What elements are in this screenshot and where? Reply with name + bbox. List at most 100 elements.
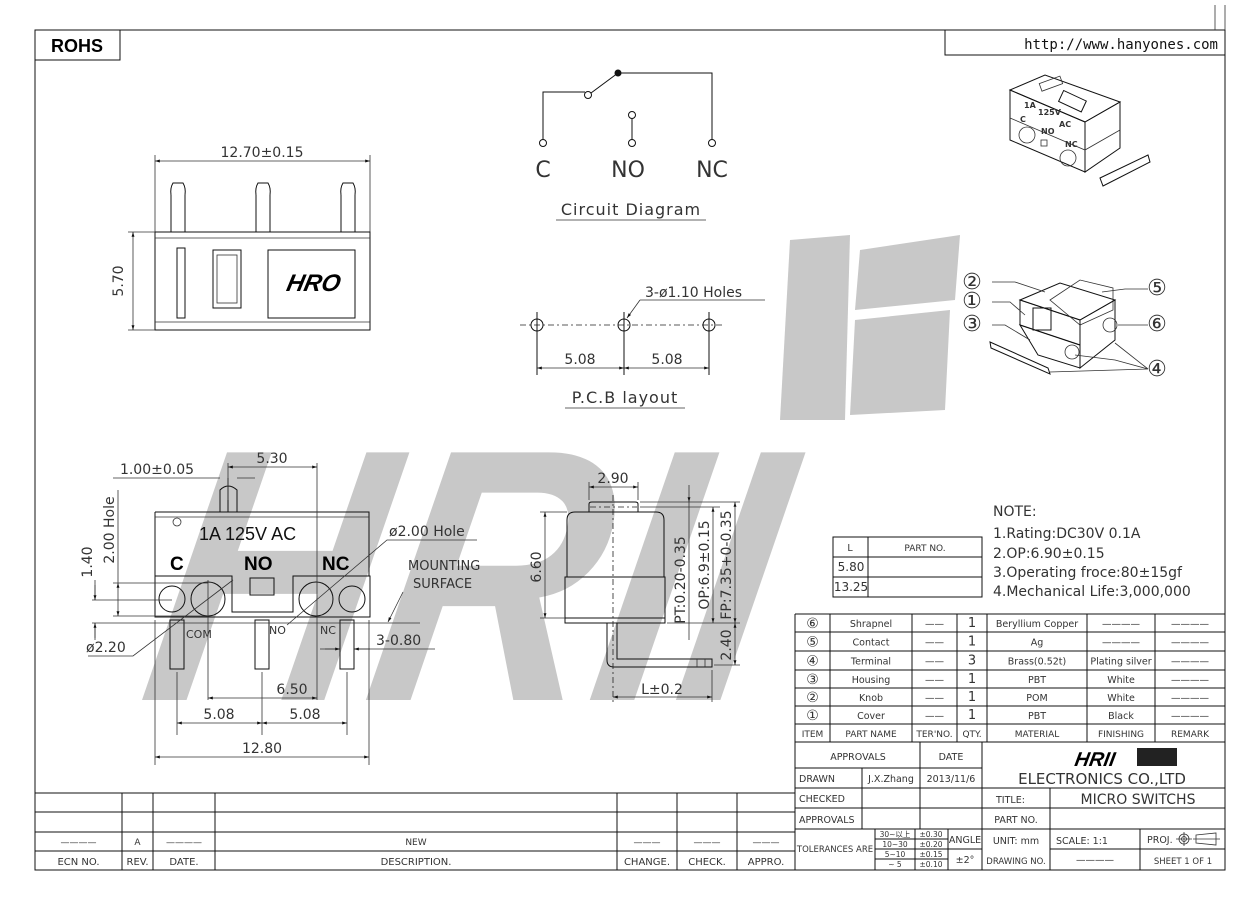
- bom-header-cell: PART NAME: [845, 730, 897, 740]
- bom-cell: 1: [968, 616, 976, 631]
- revision-cell: A: [134, 838, 141, 848]
- tolerance-value: ±0.20: [920, 840, 943, 849]
- operating-position-dim: OP:6.9±0.15: [697, 520, 713, 609]
- revision-cell: ———: [753, 838, 780, 848]
- dim-6-60: 6.60: [529, 551, 545, 582]
- revision-header-cell: CHECK.: [688, 857, 726, 868]
- revision-header-cell: DESCRIPTION.: [381, 857, 452, 868]
- note-item: 3.Operating froce:80±15gf: [993, 565, 1183, 581]
- iso-rating-a: 1A: [1024, 101, 1037, 110]
- unit-label: UNIT: mm: [993, 836, 1039, 847]
- bom-cell: ————: [1171, 675, 1210, 686]
- revision-header-cell: ECN NO.: [57, 857, 99, 868]
- notes: NOTE:1.Rating:DC30V 0.1A2.OP:6.90±0.153.…: [993, 504, 1191, 600]
- tolerances-label: TOLERANCES ARE: [796, 845, 873, 855]
- bom-cell: Contact: [853, 638, 890, 649]
- bom-cell: Beryllium Copper: [996, 619, 1078, 630]
- title-block: APPROVALS DATE DRAWN J.X.Zhang 2013/11/6…: [794, 741, 1225, 870]
- dim-5-08-left: 5.08: [203, 707, 234, 723]
- approvals-header: APPROVALS: [830, 752, 886, 763]
- tolerance-range: ~ 5: [888, 860, 902, 869]
- side-view: 2.90 6.60 PT:0.20-0.35 OP:6.9±0.15 FP:7.…: [529, 471, 740, 705]
- note-item: 4.Mechanical Life:3,000,000: [993, 584, 1191, 600]
- revision-cell: NEW: [405, 838, 426, 848]
- circuit-terminal-c: C: [535, 158, 550, 183]
- circuit-diagram: C NO NC Circuit Diagram: [535, 69, 728, 221]
- part-callout: ①: [962, 289, 982, 314]
- bom-cell: Black: [1108, 711, 1134, 722]
- watermark: HRII: [123, 235, 960, 776]
- mounting-surface-label-1: MOUNTING: [408, 559, 480, 574]
- revision-cell: ————: [61, 838, 97, 848]
- iso-rating-b: 125V: [1038, 108, 1062, 117]
- bom-cell: ③: [806, 672, 819, 688]
- revision-row: ————A————NEW—————————: [61, 838, 780, 848]
- revision-block: ————A————NEW—————————ECN NO.REV.DATE.DES…: [35, 792, 795, 870]
- bom-cell: ⑤: [806, 635, 819, 651]
- rohs-label: ROHS: [51, 36, 103, 56]
- bom-cell: ————: [1171, 657, 1210, 668]
- sheet-border: [34, 29, 1226, 871]
- rating-label: 1A 125V AC: [199, 524, 296, 544]
- bom-cell: ——: [925, 711, 945, 722]
- bom-cell: 1: [968, 672, 976, 687]
- checked-label: CHECKED: [799, 794, 845, 805]
- dim-dia-2-00-hole: ø2.00 Hole: [389, 524, 465, 540]
- company-name: ELECTRONICS CO.,LTD: [1018, 770, 1186, 788]
- drawn-date: 2013/11/6: [927, 774, 976, 785]
- drawn-label: DRAWN: [799, 774, 835, 785]
- drawn-by: J.X.Zhang: [867, 774, 914, 785]
- bom-cell: Cover: [857, 711, 885, 722]
- drawing-title: MICRO SWITCHS: [1081, 792, 1196, 808]
- part-callout: ③: [962, 312, 982, 337]
- pcb-pitch-left: 5.08: [564, 352, 595, 368]
- bom-cell: Ag: [1031, 638, 1044, 649]
- bom-cell: ————: [1102, 638, 1141, 649]
- top-view-pins: [170, 182, 356, 232]
- part-callout: ⑥: [1147, 312, 1167, 337]
- bom-cell: PBT: [1028, 711, 1046, 722]
- hro-logo: HRO: [284, 270, 343, 297]
- bom-cell: White: [1107, 675, 1135, 686]
- tolerance-range: 10~30: [882, 840, 908, 849]
- iso-c: C: [1020, 115, 1026, 124]
- projection-label: PROJ.: [1147, 835, 1173, 846]
- pin-nc-label: NC: [320, 624, 336, 637]
- dim-dia-2-20: ø2.20: [86, 640, 126, 656]
- dim-5-08-right: 5.08: [289, 707, 320, 723]
- rohs-badge: ROHS: [34, 29, 121, 61]
- bom-cell: Brass(0.52t): [1008, 657, 1066, 668]
- part-callout: ④: [1147, 357, 1167, 382]
- bom-cell: PBT: [1028, 675, 1046, 686]
- dim-6-50: 6.50: [276, 682, 307, 698]
- tolerance-value: ±0.30: [920, 830, 943, 839]
- dim-2-90: 2.90: [597, 471, 628, 487]
- website-url[interactable]: http://www.hanyones.com: [1024, 37, 1218, 53]
- drawing-no-label: DRAWING NO.: [986, 857, 1045, 867]
- iso-nc: NC: [1065, 140, 1078, 149]
- l-table-header-part-no: PART NO.: [904, 544, 945, 554]
- top-view: 12.70±0.15 HRO 5.70: [111, 145, 371, 331]
- pretravel-dim: PT:0.20-0.35: [673, 536, 689, 624]
- dim-2-00-hole: 2.00 Hole: [102, 496, 118, 563]
- dim-pin-width: 3-0.80: [376, 633, 421, 649]
- free-position-dim: FP:7.35+0-0.35: [719, 510, 735, 619]
- iso-no: NO: [1041, 127, 1055, 136]
- bom-cell: ——: [925, 675, 945, 686]
- scale-label: SCALE: 1:1: [1056, 836, 1108, 847]
- revision-header-cell: DATE.: [169, 857, 198, 868]
- l-table-length: 5.80: [838, 560, 865, 574]
- bom-cell: 3: [968, 654, 976, 669]
- angle-value: ±2°: [956, 855, 975, 866]
- front-view: 1A 125V AC C NO NC COM NO NC 5.30 1.00±0…: [80, 451, 480, 765]
- mounting-surface-label-2: SURFACE: [413, 577, 472, 592]
- tolerance-range: 5~10: [885, 850, 906, 859]
- revision-header-cell: REV.: [127, 857, 149, 868]
- iso-rating-c: AC: [1059, 120, 1071, 129]
